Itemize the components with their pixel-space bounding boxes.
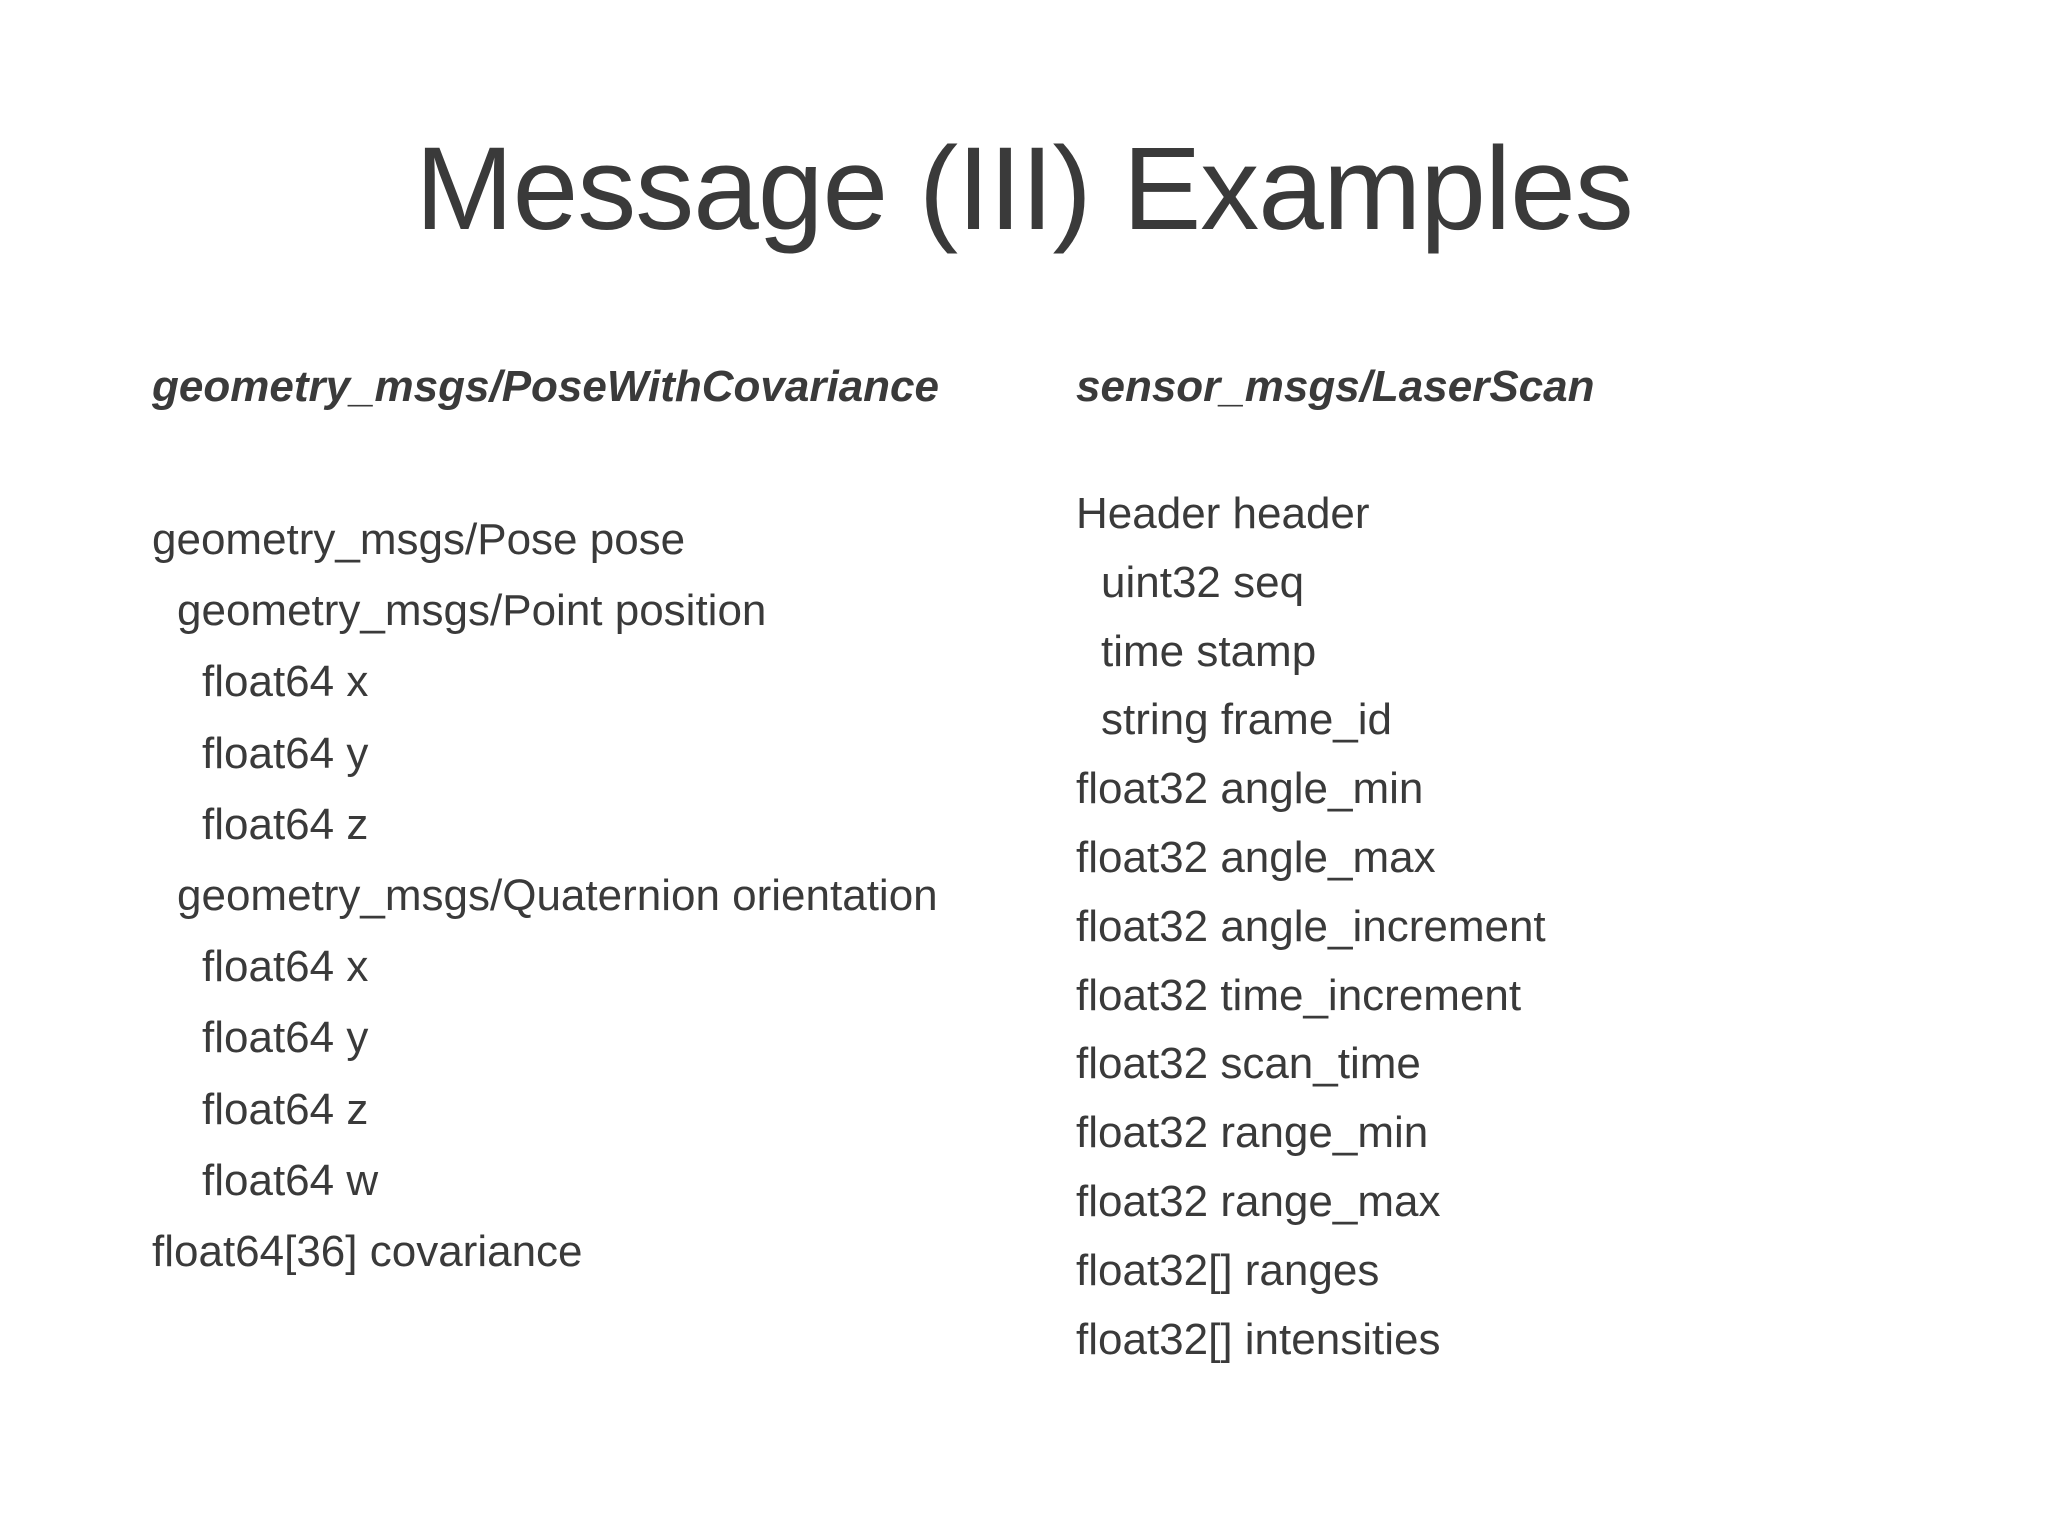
laser-scan-heading: sensor_msgs/LaserScan (1076, 362, 1595, 411)
field-line: float64[36] covariance (152, 1226, 583, 1276)
field-line: string frame_id (1101, 695, 1393, 745)
field-line: float32 scan_time (1076, 1039, 1421, 1089)
field-line: float32[] ranges (1076, 1245, 1380, 1295)
field-line: float64 x (202, 657, 369, 707)
laser-scan-field-list: Header header uint32 seq time stamp stri… (1076, 480, 1546, 1374)
slide-title: Message (III) Examples (415, 123, 1633, 255)
field-line: float64 y (202, 728, 369, 778)
field-line: float32 angle_max (1076, 832, 1436, 882)
field-line: float32 angle_min (1076, 764, 1424, 814)
field-line: float64 x (202, 942, 369, 992)
field-line: Header header (1076, 489, 1370, 538)
field-line: float32 time_increment (1076, 970, 1522, 1020)
field-line: float32 angle_increment (1076, 901, 1546, 951)
field-line: geometry_msgs/Point position (177, 586, 767, 636)
field-line: float32 range_min (1076, 1108, 1429, 1158)
field-line: float32 range_max (1076, 1176, 1441, 1226)
field-line: float64 y (202, 1013, 369, 1063)
field-line: geometry_msgs/Pose pose (152, 515, 686, 564)
field-line: float64 z (202, 799, 369, 849)
field-line: geometry_msgs/Quaternion orientation (177, 870, 938, 920)
field-line: float32[] intensities (1076, 1314, 1441, 1364)
field-line: uint32 seq (1101, 557, 1305, 607)
field-line: float64 z (202, 1084, 369, 1134)
field-line: time stamp (1101, 626, 1317, 676)
pose-with-covariance-field-list: geometry_msgs/Pose pose geometry_msgs/Po… (152, 504, 938, 1287)
pose-with-covariance-heading: geometry_msgs/PoseWithCovariance (152, 362, 939, 411)
field-line: float64 w (202, 1155, 379, 1205)
